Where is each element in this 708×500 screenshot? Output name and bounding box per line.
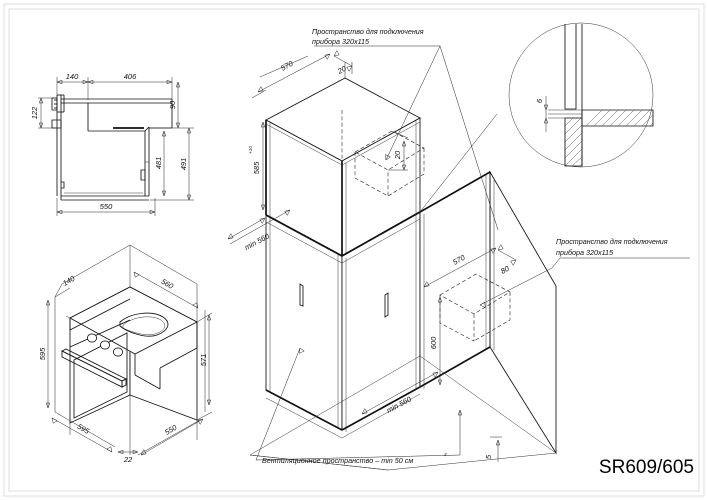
- dim-label-481-side: 481: [154, 157, 163, 170]
- dimension-600-right: 600: [429, 296, 443, 386]
- upper-niche: [265, 77, 421, 258]
- dim-label-585-tolerance: +10: [248, 146, 253, 154]
- annotation-ventilation-text: Вентиляционное пространство – min 50 см: [262, 456, 413, 465]
- dim-label-90-side: 90: [168, 100, 177, 109]
- dimension-5-bottom: 5: [484, 436, 502, 462]
- oven-knob-3: [112, 347, 124, 357]
- dimension-481-side: 481: [154, 130, 167, 197]
- detail-hatched-horizontal: [581, 109, 654, 127]
- dim-label-20-niche: 20: [393, 150, 402, 160]
- cabinet-handle-left: [299, 283, 304, 307]
- isometric-cabinet-installation-view: 570 20 585 +10 20: [227, 45, 690, 471]
- dim-label-595-width-oven: 595: [76, 422, 92, 436]
- lower-cabinets: [265, 170, 557, 455]
- dim-label-550-oven: 550: [163, 422, 179, 436]
- dimension-585-upper-height: 585 +10: [248, 121, 266, 211]
- dim-label-140-oven: 140: [61, 273, 77, 287]
- dim-label-22-oven: 22: [123, 455, 133, 464]
- dimension-20-niche: 20: [388, 130, 409, 171]
- page-title: SR609/605: [599, 457, 694, 478]
- dimension-140-side: 140: [56, 72, 89, 100]
- dimension-550-side: 550: [56, 198, 156, 216]
- dimension-570-top: 570: [251, 53, 331, 99]
- annotation-ventilation: Вентиляционное пространство – min 50 см …: [262, 452, 447, 465]
- dimension-595-height-oven: 595: [38, 299, 51, 409]
- dim-label-570-top: 570: [279, 58, 295, 72]
- oven-knob-1: [86, 333, 98, 343]
- dim-label-585: 585: [252, 161, 261, 174]
- dimension-406-side: 406: [87, 72, 173, 100]
- annotation-ventilation-superscript: 3: [444, 452, 447, 457]
- leader-lines: [255, 45, 690, 461]
- annotation-connection-space-top: Пространство для подключения прибора 320…: [312, 27, 424, 46]
- detail-circle-boundary: [508, 22, 654, 168]
- dim-label-491-side: 491: [179, 158, 188, 171]
- annotation-right-line2: прибора 320х115: [556, 248, 614, 257]
- cabinet-handle-middle: [384, 292, 389, 318]
- oven-construction-lines: [54, 244, 213, 456]
- annotation-connection-space-right: Пространство для подключения прибора 320…: [556, 237, 668, 257]
- detail-hatched-vertical: [564, 117, 583, 167]
- dimension-491-side: 491: [150, 127, 194, 201]
- dim-label-571-oven: 571: [199, 354, 208, 367]
- dim-label-140-side: 140: [66, 72, 79, 81]
- dim-label-20-top: 20: [335, 63, 348, 76]
- dim-label-560-oven: 560: [160, 277, 176, 291]
- annotation-top-line2: прибора 320х115: [312, 37, 370, 46]
- detail-circle-view: 6: [508, 22, 654, 168]
- dimension-6-detail: 6: [535, 96, 549, 132]
- dimension-571-oven: 571: [199, 314, 212, 406]
- oven-knob-2: [99, 340, 111, 350]
- side-section-view: 140 406 90 122: [30, 72, 194, 216]
- dim-label-600-right: 600: [429, 336, 438, 349]
- dim-label-5-bottom: 5: [484, 454, 493, 459]
- dimension-90-side: 90: [168, 81, 181, 129]
- oven-body: [61, 286, 198, 424]
- dim-label-6-detail: 6: [535, 98, 544, 103]
- dim-label-80-right: 80: [499, 263, 511, 275]
- detail-vertical-panel: [564, 24, 577, 110]
- dimension-22-oven: 22: [117, 449, 139, 464]
- dimension-20-top: 20: [333, 50, 353, 78]
- dimension-550-oven: 550: [140, 418, 204, 456]
- center-lines: [341, 110, 491, 262]
- dim-label-595-height-oven: 595: [38, 347, 47, 360]
- isometric-oven-view: 140 560 595 571 595: [38, 244, 213, 464]
- dimension-122-side: 122: [30, 97, 56, 129]
- dim-label-550-side: 550: [100, 202, 113, 211]
- dim-label-406-side: 406: [124, 72, 137, 81]
- annotation-top-line1: Пространство для подключения: [312, 27, 424, 36]
- sheet-border: [3, 3, 705, 497]
- dimension-80-right: 80: [497, 244, 517, 276]
- side-view-body-outline: [51, 94, 173, 201]
- dim-label-122-side: 122: [30, 106, 39, 119]
- ventilation-floor-plane: [249, 355, 557, 471]
- connection-space-box-upper: [354, 130, 425, 197]
- dimension-595-width-oven: 595: [51, 417, 113, 453]
- annotation-right-line1: Пространство для подключения: [556, 237, 668, 246]
